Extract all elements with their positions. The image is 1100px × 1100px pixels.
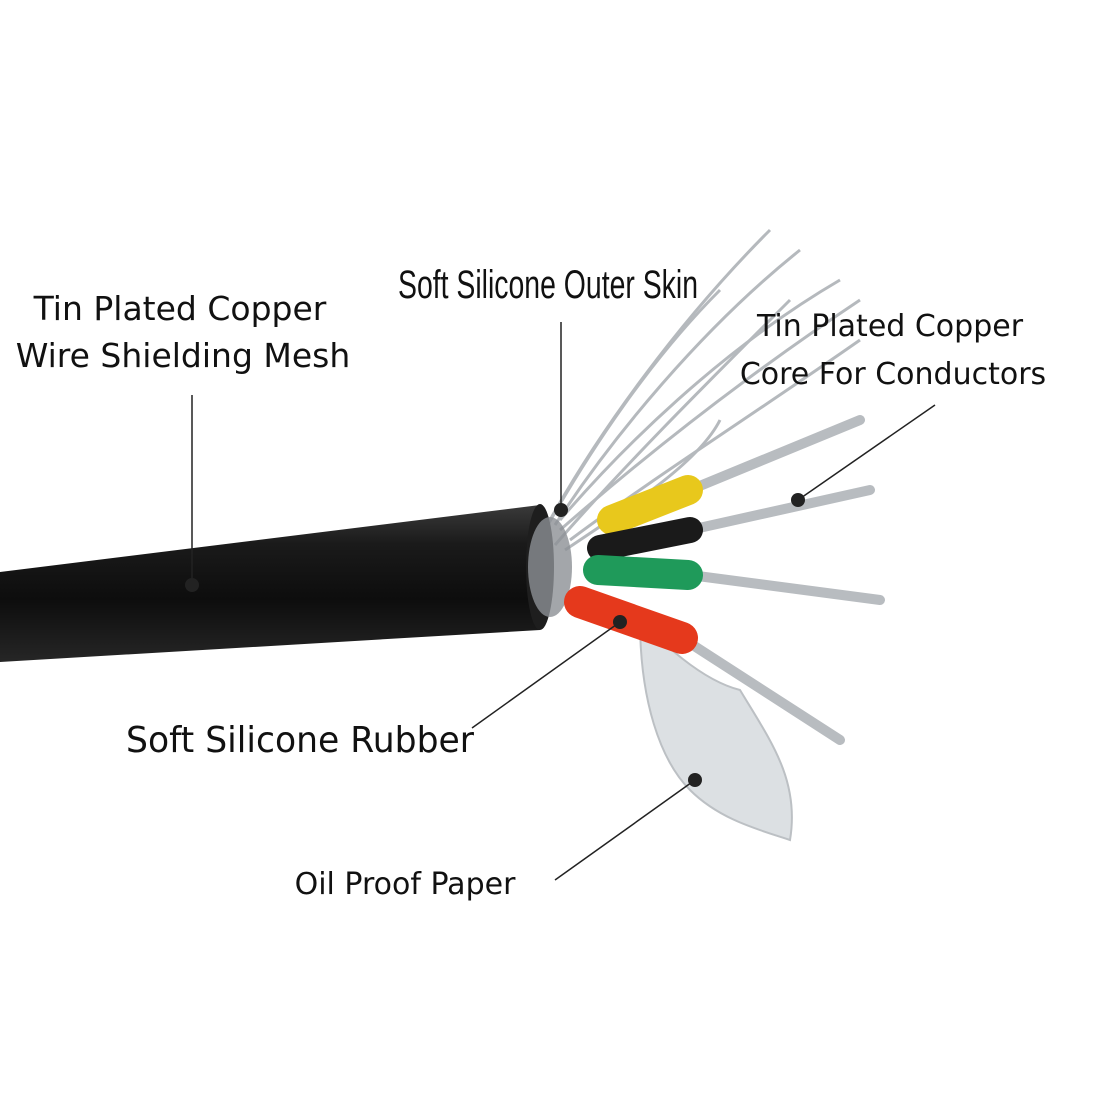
red-core <box>564 586 698 654</box>
black-core <box>587 517 703 561</box>
label-conductor-core-line2: Core For Conductors <box>740 357 1046 392</box>
shield-mesh-end <box>528 517 572 617</box>
label-shield-mesh-line2: Wire Shielding Mesh <box>16 336 351 375</box>
outer-jacket <box>0 505 540 662</box>
label-shield-mesh-line1: Tin Plated Copper <box>33 289 327 328</box>
label-outer-skin: Soft Silicone Outer Skin <box>398 263 698 307</box>
conductor-strands <box>680 415 885 745</box>
oil-proof-paper <box>638 617 793 842</box>
label-conductor-core-line1: Tin Plated Copper <box>756 309 1024 344</box>
leader-dots <box>185 493 805 787</box>
green-core <box>583 555 703 590</box>
yellow-core <box>597 475 703 535</box>
label-silicone-rubber: Soft Silicone Rubber <box>126 720 474 761</box>
insulated-cores <box>564 475 703 654</box>
label-oil-proof-paper: Oil Proof Paper <box>295 867 516 902</box>
leader-lines <box>191 322 936 881</box>
